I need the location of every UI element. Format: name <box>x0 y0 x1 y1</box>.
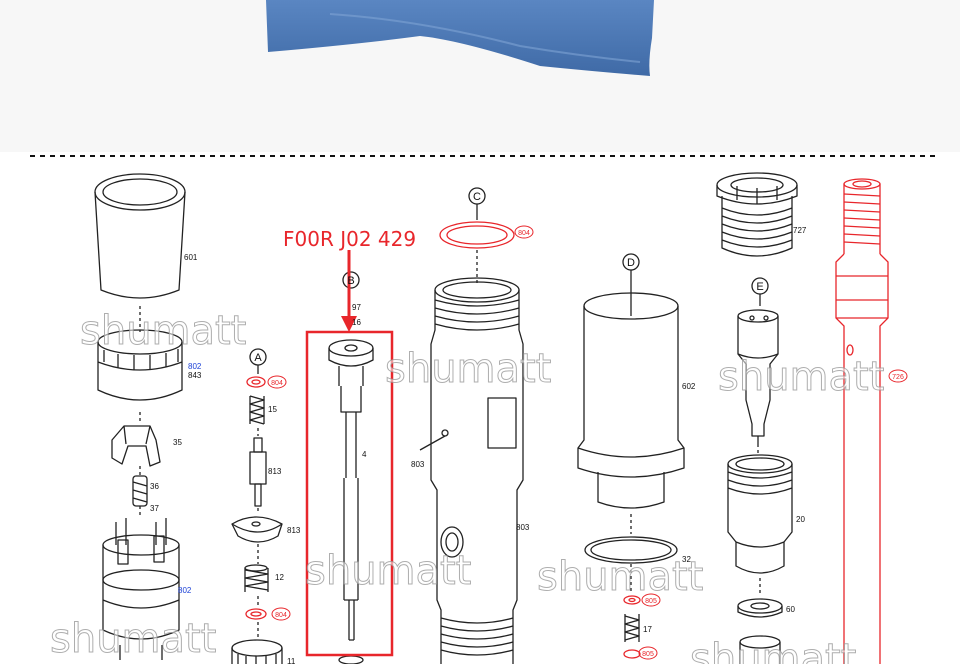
label-813a: 813 <box>268 467 282 476</box>
part-601-cap <box>94 173 186 299</box>
label-804c: 804 <box>518 230 530 237</box>
part-17-spring <box>624 614 640 642</box>
part-602-sleeve <box>577 292 685 509</box>
callout-b: B <box>347 275 354 287</box>
packaging-bag <box>266 0 654 76</box>
part-15-spring <box>249 395 265 425</box>
watermark-4: shumatt <box>305 548 471 594</box>
watermark-2: shumatt <box>385 346 551 392</box>
label-804a: 804 <box>271 380 283 387</box>
label-17: 17 <box>643 625 652 634</box>
callout-e: E <box>756 281 763 293</box>
label-16: 16 <box>352 318 361 327</box>
nozzle <box>737 309 779 444</box>
label-726: 726 <box>892 374 904 381</box>
label-802b: 802 <box>178 586 192 595</box>
part-60-washer <box>737 598 783 618</box>
label-804b: 804 <box>275 612 287 619</box>
callout-c: C <box>473 191 481 203</box>
label-15: 15 <box>268 405 277 414</box>
highlight-box <box>305 330 394 657</box>
callout-a: A <box>254 352 262 364</box>
part-726-inlet-tube <box>835 178 889 664</box>
label-12: 12 <box>275 573 284 582</box>
watermark-6: shumatt <box>50 616 216 662</box>
part-20-nozzle-nut <box>727 454 793 574</box>
callout-d: D <box>627 257 635 269</box>
label-97: 97 <box>352 303 361 312</box>
label-601: 601 <box>184 253 198 262</box>
watermark-3: shumatt <box>718 354 884 400</box>
part-727-nut <box>716 172 798 257</box>
control-valve <box>328 339 374 664</box>
part-804-seal-a <box>246 376 266 388</box>
part-813-pin <box>249 437 267 507</box>
label-11: 11 <box>287 657 296 664</box>
label-803a: 803 <box>411 460 425 469</box>
label-602: 602 <box>682 382 696 391</box>
label-35: 35 <box>173 438 182 447</box>
part-37-armature <box>102 518 180 660</box>
label-4: 4 <box>362 450 367 459</box>
watermark-5: shumatt <box>537 554 703 600</box>
label-843: 843 <box>188 371 202 380</box>
part-11-nut <box>231 639 283 664</box>
label-802a: 802 <box>188 362 202 371</box>
label-20: 20 <box>796 515 805 524</box>
part-805-seal-b <box>623 649 641 659</box>
watermark-1: shumatt <box>80 308 246 354</box>
part-32-ring <box>584 536 678 564</box>
watermark-7: shumatt <box>690 636 856 664</box>
label-36: 36 <box>150 482 159 491</box>
part-843-nut <box>97 329 183 401</box>
label-727: 727 <box>793 226 807 235</box>
label-60: 60 <box>786 605 795 614</box>
label-813b: 813 <box>287 526 301 535</box>
part-813-disc <box>231 516 283 543</box>
label-32: 32 <box>682 555 691 564</box>
part-12-spring <box>244 564 269 592</box>
part-803-injector-body <box>430 277 524 664</box>
part-36-spring <box>132 475 148 507</box>
part-804-seal-c <box>439 221 515 249</box>
label-805a: 805 <box>645 598 657 605</box>
label-37: 37 <box>150 504 159 513</box>
part-bottom-sleeve <box>739 635 781 664</box>
label-805b: 805 <box>642 651 654 658</box>
part-804-seal-b <box>245 608 267 620</box>
label-803b: 803 <box>516 523 530 532</box>
part-35-clip <box>111 425 161 467</box>
part-805-seal-a <box>623 595 641 605</box>
callout-b-circle <box>342 271 360 289</box>
part-number-headline: F00R J02 429 <box>283 227 416 251</box>
